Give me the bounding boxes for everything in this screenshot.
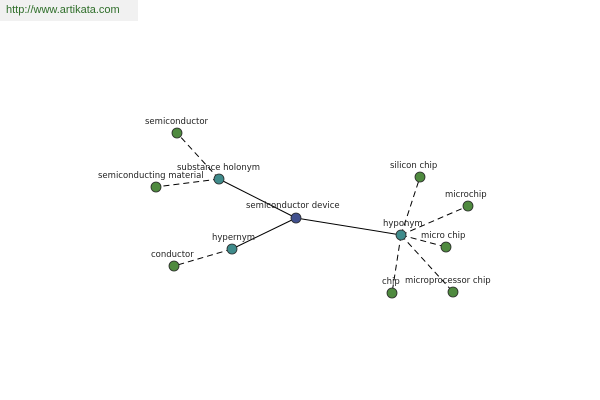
edge-root-to-substance-holonym [218, 178, 297, 219]
node-silicon-chip[interactable] [414, 171, 426, 183]
node-label-semiconductor: semiconductor [145, 117, 209, 127]
edge-hyponym-to-microprocessor-chip [400, 234, 454, 293]
node-substance-holonym[interactable] [213, 173, 225, 185]
node-label-silicon-chip: silicon chip [390, 161, 437, 171]
node-semiconductor[interactable] [171, 127, 183, 139]
watermark-url: http://www.artikata.com [0, 0, 138, 21]
edge-substance-holonym-to-semiconducting-material [155, 178, 220, 188]
edge-hyponym-to-micro-chip [400, 234, 447, 248]
node-label-micro-chip: micro chip [421, 231, 465, 241]
node-microprocessor-chip[interactable] [447, 286, 459, 298]
node-chip[interactable] [386, 287, 398, 299]
node-hyponym[interactable] [395, 229, 407, 241]
edges-layer [155, 132, 469, 294]
edge-substance-holonym-to-semiconductor [176, 132, 220, 180]
edge-hyponym-to-silicon-chip [400, 176, 421, 236]
node-label-substance-holonym: substance holonym [177, 163, 260, 173]
node-label-chip: chip [382, 277, 400, 287]
node-label-root: semiconductor device [246, 201, 340, 211]
edge-hypernym-to-conductor [173, 248, 233, 267]
node-label-conductor: conductor [151, 250, 194, 260]
node-label-semiconducting-material: semiconducting material [98, 171, 204, 181]
edge-hyponym-to-microchip [400, 205, 469, 236]
nodes-layer [150, 127, 474, 299]
node-label-hyponym: hyponym [383, 219, 423, 229]
node-hypernym[interactable] [226, 243, 238, 255]
node-root[interactable] [290, 212, 302, 224]
node-semiconducting-material[interactable] [150, 181, 162, 193]
node-label-microchip: microchip [445, 190, 487, 200]
edge-root-to-hypernym [231, 217, 297, 250]
labels-layer: semiconductor device substance holonym hyp… [98, 117, 491, 287]
edge-root-to-hyponym [295, 217, 402, 236]
node-micro-chip[interactable] [440, 241, 452, 253]
node-microchip[interactable] [462, 200, 474, 212]
node-label-microprocessor-chip: microprocessor chip [405, 276, 491, 286]
node-conductor[interactable] [168, 260, 180, 272]
node-label-hypernym: hypernym [212, 233, 255, 243]
